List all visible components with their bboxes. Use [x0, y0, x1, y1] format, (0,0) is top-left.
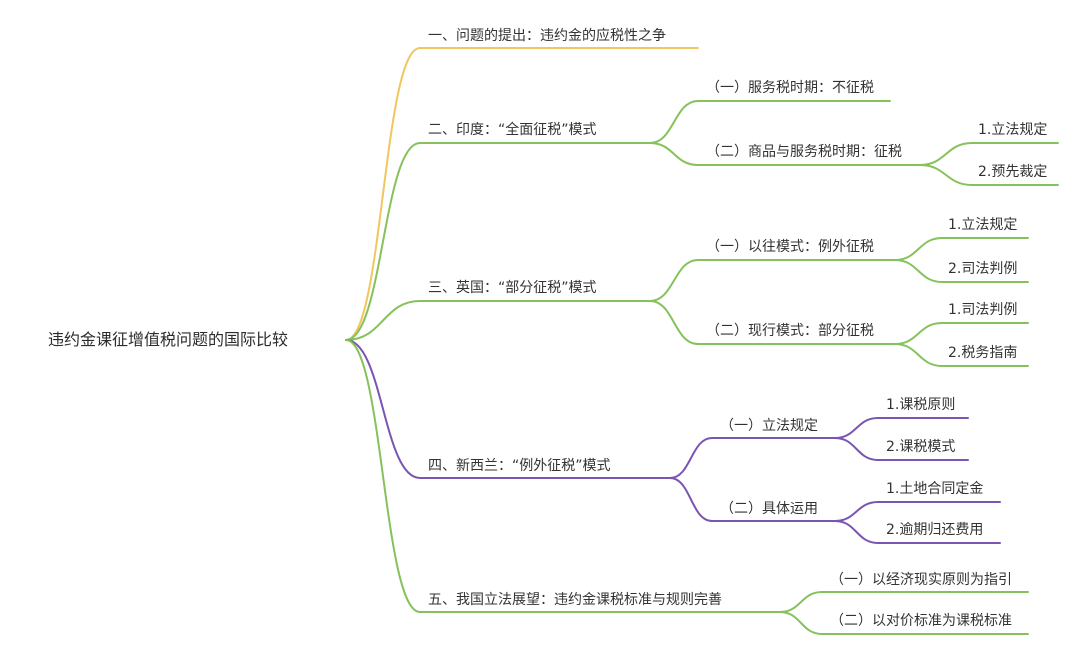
branch-5[interactable]: 五、我国立法展望：违约金课税标准与规则完善	[428, 592, 722, 608]
edge-root-branch-4	[345, 339, 671, 479]
edge-root-branch-3	[345, 300, 651, 341]
branch-3-child-2-leaf-2[interactable]: 2.税务指南	[948, 345, 1018, 361]
branch-2-child-2-leaf-2[interactable]: 2.预先裁定	[978, 164, 1048, 180]
edge-branch-3-1-leaf-1	[894, 237, 1029, 261]
edge-root-branch-1	[345, 47, 699, 341]
edge-branch-3-2-leaf-1	[894, 322, 1029, 345]
branch-3-child-1[interactable]: （一）以往模式：例外征税	[706, 239, 874, 255]
branch-2-child-2-leaf-1[interactable]: 1.立法规定	[978, 122, 1048, 138]
branch-4-child-1[interactable]: （一）立法规定	[720, 418, 818, 434]
branch-3-child-1-leaf-1[interactable]: 1.立法规定	[948, 217, 1018, 233]
edge-branch-2-leaf-1	[919, 142, 1059, 166]
edge-branch-4-2-leaf-2	[834, 520, 1001, 544]
branch-2[interactable]: 二、印度：“全面征税”模式	[428, 122, 597, 138]
branch-4-child-2-leaf-1[interactable]: 1.土地合同定金	[886, 481, 984, 497]
edge-branch-3-child-1	[649, 259, 896, 302]
branch-3-child-1-leaf-2[interactable]: 2.司法判例	[948, 261, 1018, 277]
branch-4[interactable]: 四、新西兰：“例外征税”模式	[428, 458, 611, 474]
edge-branch-3-child-2	[649, 300, 896, 345]
branch-1[interactable]: 一、问题的提出：违约金的应税性之争	[428, 28, 666, 44]
edge-branch-4-child-1	[669, 437, 836, 479]
edge-branch-3-1-leaf-2	[894, 259, 1029, 283]
branch-5-child-1[interactable]: （一）以经济现实原则为指引	[830, 572, 1012, 588]
edge-branch-2-child-2	[649, 142, 921, 166]
branch-3[interactable]: 三、英国：“部分征税”模式	[428, 280, 597, 296]
branch-3-child-2[interactable]: （二）现行模式：部分征税	[706, 323, 874, 339]
root-topic[interactable]: 违约金课征增值税问题的国际比较	[48, 330, 289, 349]
edge-branch-5-child-2	[779, 611, 1029, 635]
branch-3-child-2-leaf-1[interactable]: 1.司法判例	[948, 302, 1018, 318]
branch-4-child-2-leaf-2[interactable]: 2.逾期归还费用	[886, 522, 984, 538]
branch-2-child-1[interactable]: （一）服务税时期：不征税	[706, 80, 874, 96]
edge-branch-3-2-leaf-2	[894, 343, 1029, 367]
edge-branch-5-child-1	[779, 591, 1029, 613]
edge-branch-2-child-1	[649, 100, 891, 144]
edge-branch-4-1-leaf-1	[834, 417, 969, 439]
branch-4-child-2[interactable]: （二）具体运用	[720, 501, 818, 517]
edge-root-branch-5	[345, 339, 781, 613]
branch-4-child-1-leaf-1[interactable]: 1.课税原则	[886, 397, 956, 413]
branch-2-child-2[interactable]: （二）商品与服务税时期：征税	[706, 144, 902, 160]
edge-root-branch-2	[345, 142, 651, 341]
edge-branch-4-2-leaf-1	[834, 501, 1001, 522]
edge-branch-4-child-2	[669, 477, 836, 522]
branch-4-child-1-leaf-2[interactable]: 2.课税模式	[886, 439, 956, 455]
edge-branch-4-1-leaf-2	[834, 437, 969, 461]
branch-5-child-2[interactable]: （二）以对价标准为课税标准	[830, 613, 1012, 629]
edge-branch-2-leaf-2	[919, 164, 1059, 186]
